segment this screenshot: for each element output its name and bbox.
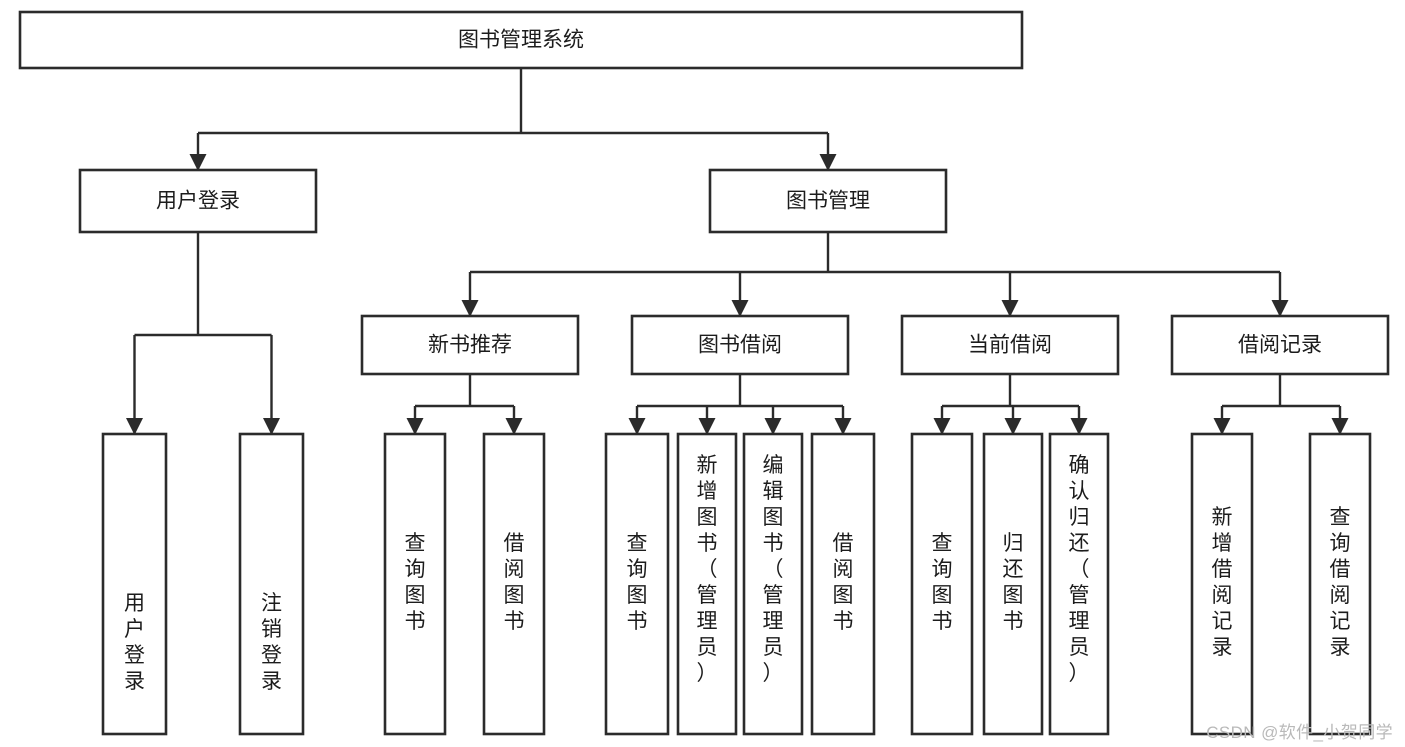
node-box[interactable] <box>1308 432 1372 736</box>
node-label: 用户登录 <box>124 592 145 693</box>
node-box[interactable] <box>910 432 974 736</box>
arrow-head-icon <box>406 418 424 435</box>
node-box[interactable] <box>708 168 948 234</box>
node-leaf-leaf-borrow-book[interactable]: 借阅图书 <box>810 432 876 736</box>
node-label: 查询借阅记录 <box>1330 506 1351 659</box>
node-leaf-leaf-edit-book[interactable]: 编辑图书（管理员） <box>742 432 804 736</box>
node-label: 用户登录 <box>156 190 240 213</box>
node-box[interactable] <box>810 432 876 736</box>
node-label: 新增图书（管理员） <box>697 454 718 685</box>
node-leaf-leaf-query-book-rec[interactable]: 查询图书 <box>383 432 447 736</box>
node-box[interactable] <box>742 432 804 736</box>
node-level2-user-login[interactable]: 用户登录 <box>78 168 318 234</box>
node-label: 新书推荐 <box>428 334 512 357</box>
arrow-head-icon <box>1331 418 1349 435</box>
node-label: 当前借阅 <box>968 334 1052 357</box>
node-box[interactable] <box>900 314 1120 376</box>
node-leaf-leaf-user-login[interactable]: 用户登录 <box>101 432 168 736</box>
node-leaf-leaf-add-borrow-record[interactable]: 新增借阅记录 <box>1190 432 1254 736</box>
arrow-head-icon <box>1213 418 1231 435</box>
arrow-head-icon <box>819 154 837 171</box>
node-level3-borrow-records[interactable]: 借阅记录 <box>1170 314 1390 376</box>
node-box[interactable] <box>1190 432 1254 736</box>
arrow-head-icon <box>628 418 646 435</box>
node-label: 借阅图书 <box>504 532 525 633</box>
node-box[interactable] <box>1048 432 1110 736</box>
node-box[interactable] <box>630 314 850 376</box>
node-box[interactable] <box>482 432 546 736</box>
arrow-head-icon <box>461 300 479 317</box>
node-box[interactable] <box>18 10 1024 70</box>
csdn-watermark: CSDN @软件_小贺同学 <box>1206 723 1393 742</box>
arrow-head-icon <box>263 418 280 435</box>
node-label: 图书管理 <box>786 190 870 213</box>
node-label: 借阅记录 <box>1238 334 1322 357</box>
node-leaf-leaf-query-book-current[interactable]: 查询图书 <box>910 432 974 736</box>
node-box[interactable] <box>604 432 670 736</box>
arrow-head-icon <box>698 418 716 435</box>
node-leaf-leaf-borrow-book-rec[interactable]: 借阅图书 <box>482 432 546 736</box>
arrow-head-icon <box>126 418 143 435</box>
arrow-head-icon <box>834 418 852 435</box>
arrow-head-icon <box>1070 418 1088 435</box>
arrow-head-icon <box>933 418 951 435</box>
arrow-head-icon <box>189 154 207 171</box>
arrow-head-icon <box>1001 300 1019 317</box>
boxes-layer: 图书管理系统用户登录图书管理新书推荐图书借阅当前借阅借阅记录用户登录注销登录查询… <box>18 10 1390 736</box>
node-box[interactable] <box>383 432 447 736</box>
node-box[interactable] <box>982 432 1044 736</box>
node-level3-book-borrow[interactable]: 图书借阅 <box>630 314 850 376</box>
node-leaf-leaf-query-book-borrow[interactable]: 查询图书 <box>604 432 670 736</box>
node-leaf-leaf-query-borrow-record[interactable]: 查询借阅记录 <box>1308 432 1372 736</box>
node-box[interactable] <box>78 168 318 234</box>
node-level3-current-borrow[interactable]: 当前借阅 <box>900 314 1120 376</box>
node-label: 图书借阅 <box>698 334 782 357</box>
node-label: 图书管理系统 <box>458 29 584 52</box>
arrow-head-icon <box>731 300 749 317</box>
node-label: 查询图书 <box>627 532 648 633</box>
node-label: 新增借阅记录 <box>1212 506 1233 659</box>
connectors-layer <box>126 68 1349 435</box>
arrow-head-icon <box>1004 418 1022 435</box>
node-level3-new-book-recommend[interactable]: 新书推荐 <box>360 314 580 376</box>
node-box[interactable] <box>676 432 738 736</box>
node-label: 确认归还（管理员） <box>1069 454 1090 685</box>
node-leaf-leaf-return-book[interactable]: 归还图书 <box>982 432 1044 736</box>
node-label: 借阅图书 <box>833 532 854 633</box>
node-box[interactable] <box>101 432 168 736</box>
node-box[interactable] <box>238 432 305 736</box>
arrow-head-icon <box>1271 300 1289 317</box>
node-label: 查询图书 <box>932 532 953 633</box>
node-box[interactable] <box>1170 314 1390 376</box>
node-label: 归还图书 <box>1003 532 1024 633</box>
node-label: 编辑图书（管理员） <box>763 454 784 685</box>
arrow-head-icon <box>764 418 782 435</box>
node-leaf-leaf-confirm-return[interactable]: 确认归还（管理员） <box>1048 432 1110 736</box>
arrow-head-icon <box>505 418 523 435</box>
node-level2-book-management[interactable]: 图书管理 <box>708 168 948 234</box>
node-label: 注销登录 <box>261 592 282 693</box>
node-leaf-leaf-add-book[interactable]: 新增图书（管理员） <box>676 432 738 736</box>
node-box[interactable] <box>360 314 580 376</box>
node-leaf-leaf-logout[interactable]: 注销登录 <box>238 432 305 736</box>
node-label: 查询图书 <box>405 532 426 633</box>
node-root-root[interactable]: 图书管理系统 <box>18 10 1024 70</box>
